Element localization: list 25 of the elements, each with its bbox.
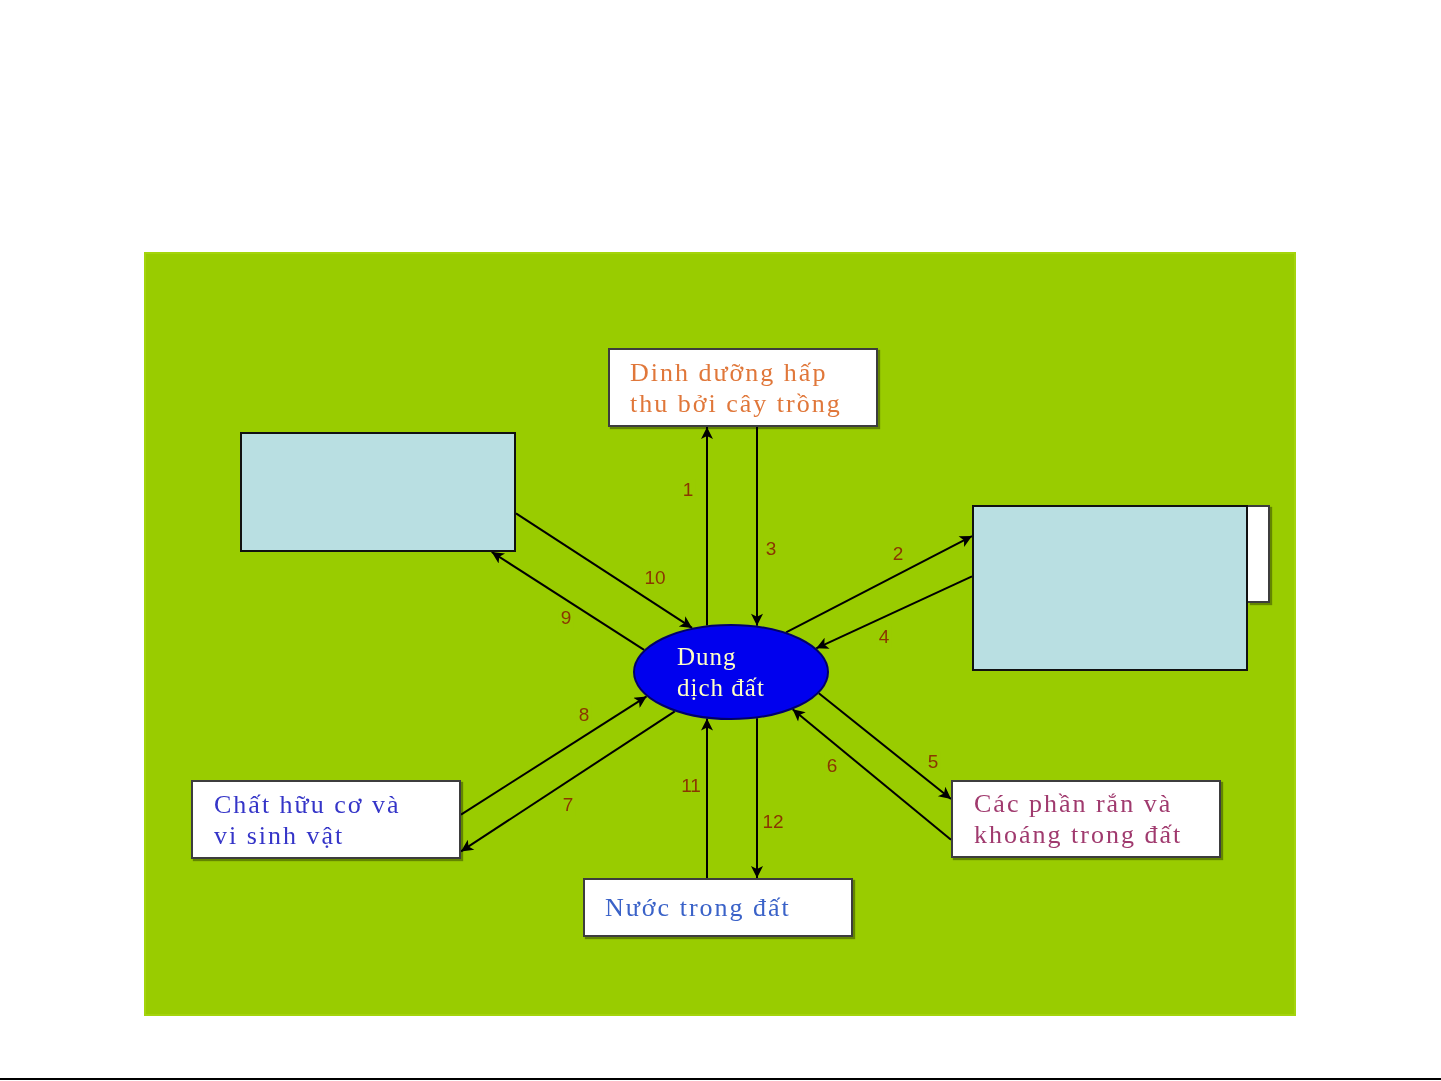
arrow [815, 575, 973, 650]
blank-box [1248, 505, 1270, 603]
arrow [701, 717, 713, 879]
blank-box [972, 505, 1248, 671]
arrow [751, 426, 763, 627]
arrow [791, 708, 952, 841]
node-text: Các phần rắn và khoáng trong đất [974, 788, 1184, 850]
arrow [751, 717, 763, 879]
node-text: Nước trong đất [605, 892, 792, 923]
node-text: Chất hữu cơ và vi sinh vật [214, 788, 402, 851]
arrow [785, 535, 973, 634]
node-text: Dung dịch đất [677, 642, 766, 703]
arrow [701, 426, 713, 627]
text-box [951, 780, 1221, 858]
arrow [460, 695, 648, 816]
node-text: Dinh dưỡng hấp thu bởi cây trồng [630, 356, 843, 419]
ellipse-node [633, 624, 829, 720]
arrow [460, 710, 676, 853]
arrow [515, 512, 694, 629]
arrow [817, 692, 952, 800]
text-box [191, 780, 461, 859]
text-box [583, 878, 853, 937]
text-box [608, 348, 878, 427]
arrow [490, 551, 646, 651]
blank-box [240, 432, 516, 552]
